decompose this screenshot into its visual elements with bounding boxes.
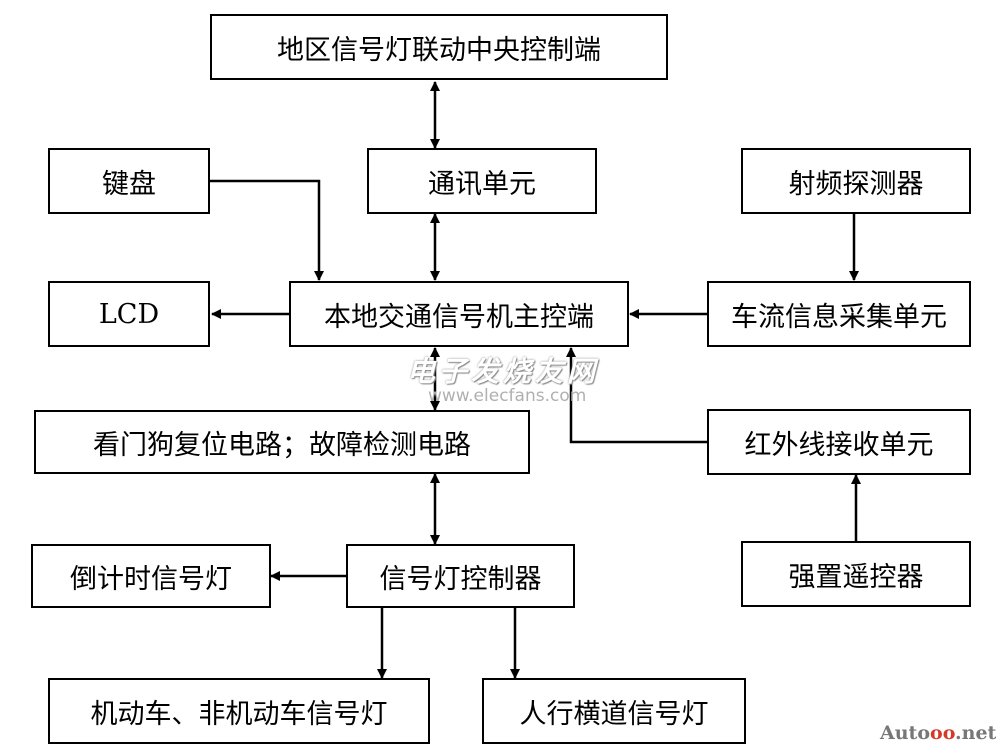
watermark-brand-suffix: .net: [955, 722, 997, 744]
vehicle-lights-box: 机动车、非机动车信号灯: [48, 678, 430, 744]
watermark-cn: 电子发烧友网: [407, 355, 600, 388]
countdown-light-box: 倒计时信号灯: [31, 544, 271, 608]
remote-control-box: 强置遥控器: [741, 541, 971, 607]
watermark-en: www.elecfans.com: [428, 386, 587, 406]
traffic-collect-box: 车流信息采集单元: [707, 281, 971, 347]
ir-receiver-box: 红外线接收单元: [707, 409, 971, 475]
link-ir-master: [566, 347, 707, 444]
watermark-brand-highlight: oo: [930, 722, 956, 744]
lcd-box: LCD: [48, 281, 210, 347]
local-master-box: 本地交通信号机主控端: [289, 281, 629, 347]
signal-controller-box: 信号灯控制器: [346, 544, 575, 608]
keyboard-box: 键盘: [48, 148, 210, 214]
comm-unit-box: 通讯单元: [367, 148, 597, 214]
watchdog-box: 看门狗复位电路；故障检测电路: [34, 410, 530, 474]
rf-detector-box: 射频探测器: [741, 148, 971, 214]
crosswalk-lights-box: 人行横道信号灯: [482, 678, 746, 744]
watermark-brand: Autooo.net: [880, 722, 996, 744]
watermark-brand-prefix: Auto: [880, 722, 931, 744]
central-control-box: 地区信号灯联动中央控制端: [210, 14, 668, 80]
link-keyboard-master: [210, 179, 324, 281]
